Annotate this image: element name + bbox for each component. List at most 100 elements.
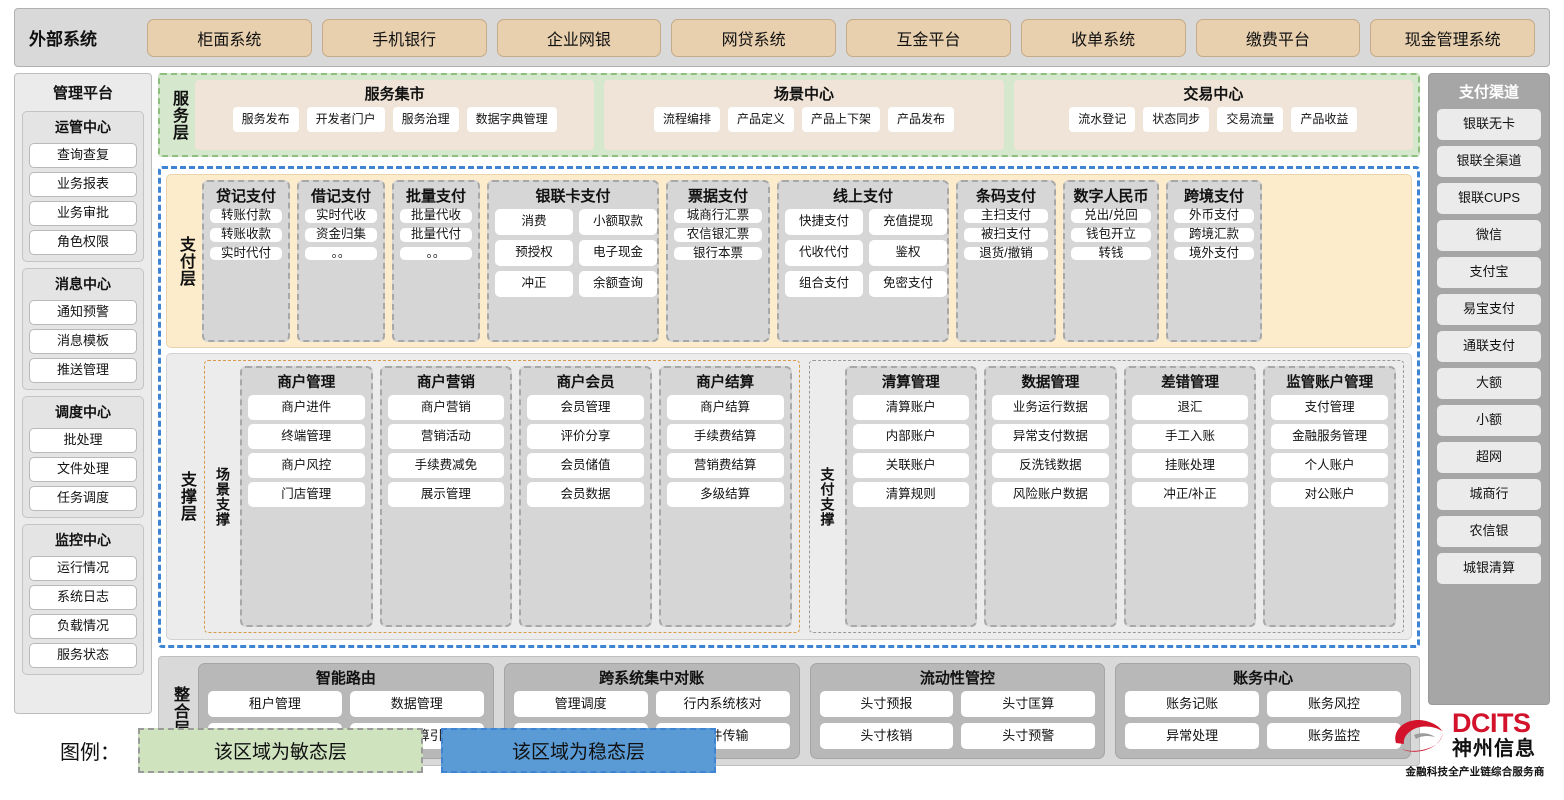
support-item[interactable]: 门店管理 xyxy=(248,482,365,507)
support-item[interactable]: 展示管理 xyxy=(387,482,505,507)
support-item[interactable]: 退汇 xyxy=(1131,395,1249,420)
payment-item[interactable]: 实时代收 xyxy=(305,208,377,223)
support-item[interactable]: 对公账户 xyxy=(1271,482,1388,507)
integration-item[interactable]: 账务监控 xyxy=(1267,723,1401,749)
service-item[interactable]: 服务治理 xyxy=(392,107,459,132)
payment-item[interactable]: 批量代收 xyxy=(400,208,472,223)
payment-item[interactable]: 境外支付 xyxy=(1174,246,1254,261)
payment-channel-item[interactable]: 城商行 xyxy=(1437,479,1541,510)
management-item[interactable]: 运行情况 xyxy=(29,556,137,581)
external-system-pill[interactable]: 缴费平台 xyxy=(1195,18,1361,57)
integration-item[interactable]: 头寸匡算 xyxy=(961,691,1096,717)
payment-item[interactable]: 钱包开立 xyxy=(1071,227,1151,242)
support-item[interactable]: 评价分享 xyxy=(527,424,644,449)
external-system-pill[interactable]: 互金平台 xyxy=(846,18,1011,57)
payment-item[interactable]: 快捷支付 xyxy=(785,209,863,235)
support-item[interactable]: 支付管理 xyxy=(1271,395,1388,420)
management-item[interactable]: 系统日志 xyxy=(29,585,137,610)
service-item[interactable]: 数据字典管理 xyxy=(466,107,557,132)
payment-item[interactable]: 充值提现 xyxy=(869,209,947,235)
payment-item[interactable]: 。。 xyxy=(400,246,472,261)
support-item[interactable]: 商户风控 xyxy=(248,453,365,478)
payment-item[interactable]: 农信银汇票 xyxy=(674,227,762,242)
payment-channel-item[interactable]: 银联全渠道 xyxy=(1437,146,1541,177)
management-item[interactable]: 推送管理 xyxy=(29,358,137,383)
management-item[interactable]: 通知预警 xyxy=(29,300,137,325)
integration-item[interactable]: 行内系统核对 xyxy=(655,691,790,717)
integration-item[interactable]: 账务风控 xyxy=(1267,691,1401,717)
support-item[interactable]: 清算账户 xyxy=(852,395,970,420)
management-item[interactable]: 负载情况 xyxy=(29,614,137,639)
payment-item[interactable]: 兑出/兑回 xyxy=(1071,208,1151,223)
payment-item[interactable]: 城商行汇票 xyxy=(674,208,762,223)
external-system-pill[interactable]: 收单系统 xyxy=(1020,18,1186,57)
management-item[interactable]: 文件处理 xyxy=(29,457,137,482)
support-item[interactable]: 个人账户 xyxy=(1271,453,1388,478)
management-item[interactable]: 任务调度 xyxy=(29,486,137,511)
management-item[interactable]: 业务报表 xyxy=(29,172,137,197)
support-item[interactable]: 风险账户数据 xyxy=(992,482,1109,507)
payment-item[interactable]: 转账付款 xyxy=(210,208,282,223)
payment-channel-item[interactable]: 微信 xyxy=(1437,220,1541,251)
integration-item[interactable]: 管理调度 xyxy=(513,691,648,717)
external-system-pill[interactable]: 柜面系统 xyxy=(147,18,312,57)
service-item[interactable]: 流水登记 xyxy=(1069,107,1136,132)
service-item[interactable]: 流程编排 xyxy=(653,107,720,132)
service-item[interactable]: 产品定义 xyxy=(727,107,794,132)
support-item[interactable]: 业务运行数据 xyxy=(992,395,1109,420)
payment-item[interactable]: 跨境汇款 xyxy=(1174,227,1254,242)
support-item[interactable]: 挂账处理 xyxy=(1131,453,1249,478)
management-item[interactable]: 批处理 xyxy=(29,428,137,453)
support-item[interactable]: 冲正/补正 xyxy=(1131,482,1249,507)
management-item[interactable]: 消息模板 xyxy=(29,329,137,354)
payment-item[interactable]: 冲正 xyxy=(495,271,573,297)
payment-channel-item[interactable]: 农信银 xyxy=(1437,516,1541,547)
support-item[interactable]: 手工入账 xyxy=(1131,424,1249,449)
support-item[interactable]: 会员管理 xyxy=(527,395,644,420)
integration-item[interactable]: 头寸预报 xyxy=(819,691,954,717)
payment-item[interactable]: 电子现金 xyxy=(579,240,657,266)
payment-item[interactable]: 鉴权 xyxy=(869,240,947,266)
payment-item[interactable]: 实时代付 xyxy=(210,246,282,261)
service-item[interactable]: 产品发布 xyxy=(888,107,955,132)
payment-item[interactable]: 外币支付 xyxy=(1174,208,1254,223)
management-item[interactable]: 角色权限 xyxy=(29,230,137,255)
support-item[interactable]: 手续费减免 xyxy=(387,453,505,478)
support-item[interactable]: 内部账户 xyxy=(852,424,970,449)
payment-channel-item[interactable]: 超网 xyxy=(1437,442,1541,473)
payment-item[interactable]: 组合支付 xyxy=(785,271,863,297)
management-item[interactable]: 服务状态 xyxy=(29,643,137,668)
integration-item[interactable]: 头寸预警 xyxy=(961,723,1096,749)
payment-item[interactable]: 余额查询 xyxy=(579,271,657,297)
payment-item[interactable]: 消费 xyxy=(495,209,573,235)
payment-channel-item[interactable]: 小额 xyxy=(1437,405,1541,436)
payment-channel-item[interactable]: 银联无卡 xyxy=(1437,109,1541,140)
payment-channel-item[interactable]: 银联CUPS xyxy=(1437,183,1541,214)
support-item[interactable]: 终端管理 xyxy=(248,424,365,449)
service-item[interactable]: 服务发布 xyxy=(232,107,299,132)
payment-item[interactable]: 小额取款 xyxy=(579,209,657,235)
support-item[interactable]: 商户进件 xyxy=(248,395,365,420)
integration-item[interactable]: 数据管理 xyxy=(349,691,484,717)
integration-item[interactable]: 异常处理 xyxy=(1125,723,1260,749)
support-item[interactable]: 金融服务管理 xyxy=(1271,424,1388,449)
payment-item[interactable]: 被扫支付 xyxy=(964,227,1048,242)
integration-item[interactable]: 租户管理 xyxy=(208,691,342,717)
external-system-pill[interactable]: 手机银行 xyxy=(321,18,487,57)
support-item[interactable]: 关联账户 xyxy=(852,453,970,478)
support-item[interactable]: 商户营销 xyxy=(387,395,505,420)
payment-item[interactable]: 批量代付 xyxy=(400,227,472,242)
support-item[interactable]: 商户结算 xyxy=(666,395,784,420)
payment-item[interactable]: 代收代付 xyxy=(785,240,863,266)
support-item[interactable]: 手续费结算 xyxy=(666,424,784,449)
management-item[interactable]: 查询查复 xyxy=(29,143,137,168)
support-item[interactable]: 营销活动 xyxy=(387,424,505,449)
payment-item[interactable]: 银行本票 xyxy=(674,246,762,261)
external-system-pill[interactable]: 企业网银 xyxy=(496,18,662,57)
integration-item[interactable]: 头寸核销 xyxy=(819,723,954,749)
payment-item[interactable]: 退货/撤销 xyxy=(964,246,1048,261)
support-item[interactable]: 营销费结算 xyxy=(666,453,784,478)
service-item[interactable]: 交易流量 xyxy=(1217,107,1284,132)
payment-channel-item[interactable]: 通联支付 xyxy=(1437,331,1541,362)
management-item[interactable]: 业务审批 xyxy=(29,201,137,226)
